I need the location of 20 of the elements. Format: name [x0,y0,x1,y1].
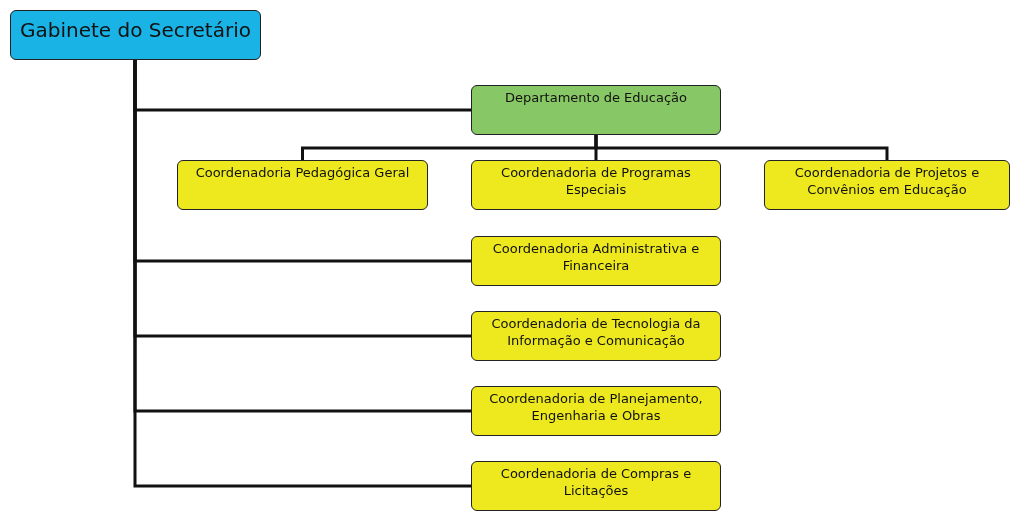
unit-name: Coordenadoria de Projetos e Convênios em Educação [793,165,981,199]
unit-name: Coordenadoria Pedagógica Geral [195,165,410,182]
unit-name: Coordenadoria Administrativa e Financeira [491,241,701,275]
org-unit-box [177,160,428,210]
org-unit-box [10,10,261,60]
org-unit-box [471,461,721,511]
org-unit-box [471,311,721,361]
unit-name: Coordenadoria de Compras e Licitações [499,466,693,500]
connector-line [133,60,471,488]
connector-line [594,135,889,160]
unit-name: Coordenadoria de Programas Especiais [500,165,692,199]
org-unit-box [471,160,721,210]
unit-name: Gabinete do Secretário [20,17,251,43]
org-unit-box [764,160,1010,210]
unit-name: Departamento de Educação [505,90,687,107]
org-unit-box [471,85,721,135]
unit-name: Coordenadoria de Planejamento, Engenharia e Obras [488,391,704,425]
unit-name: Coordenadoria de Tecnologia da Informação e Comunicação [490,316,702,350]
org-unit-box [471,236,721,286]
org-unit-box [471,386,721,436]
